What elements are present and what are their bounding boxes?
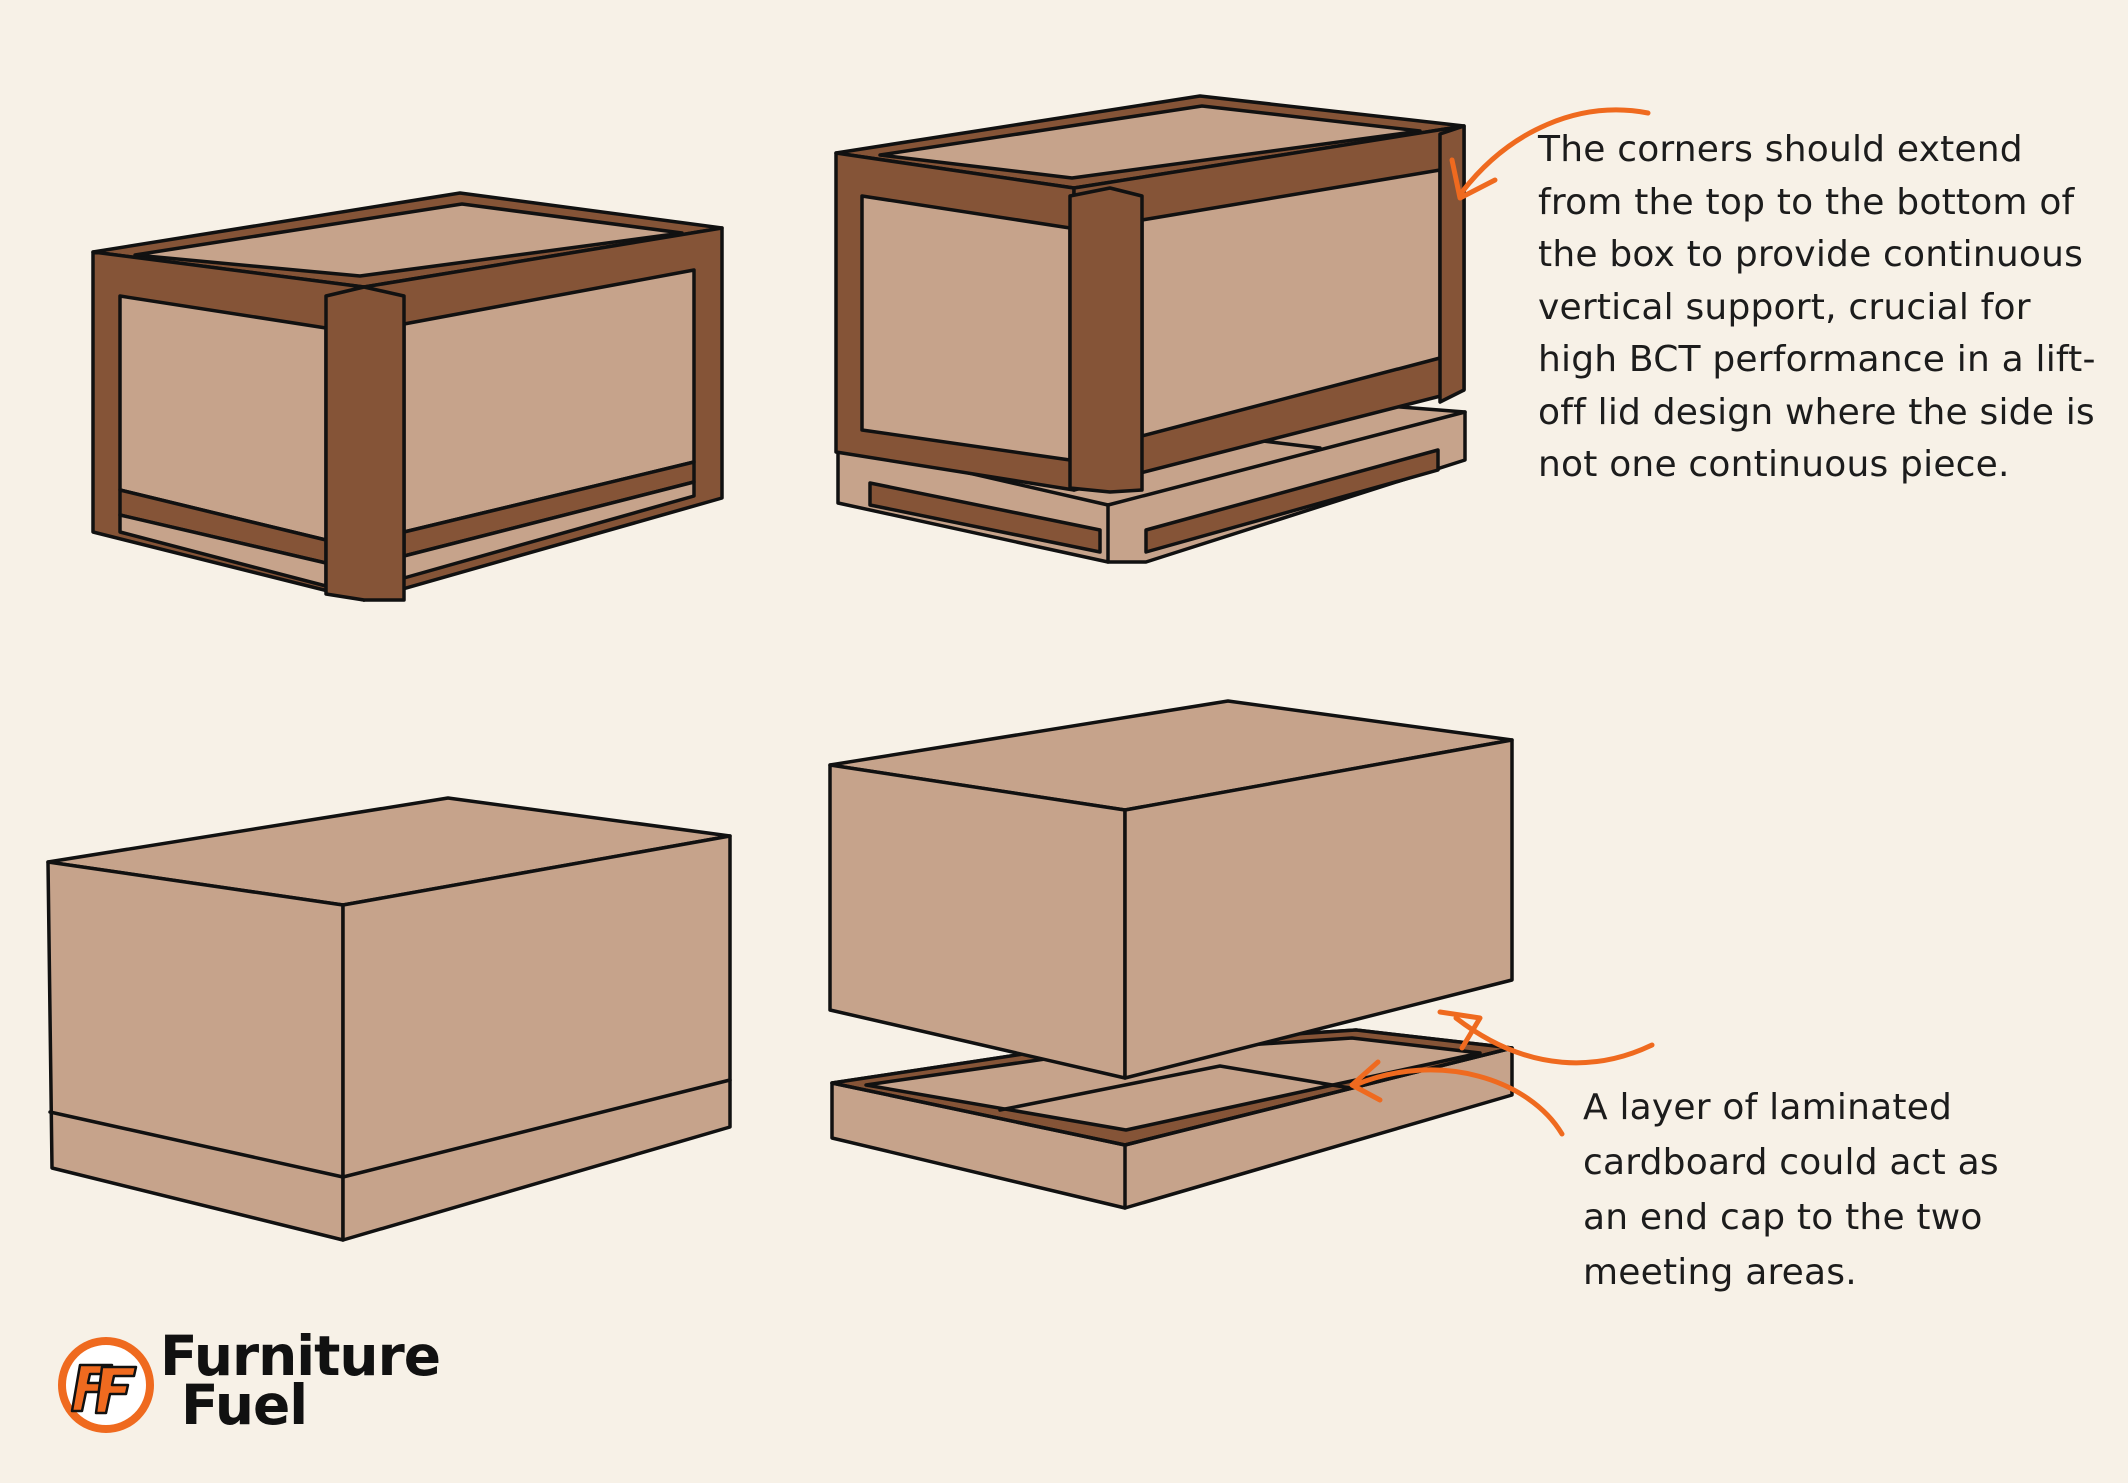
annotation-corners: The corners should extend from the top t… xyxy=(1538,124,2096,492)
annotation-top-line: The corners should extend xyxy=(1538,129,2023,170)
annotation-bottom-line: A layer of laminated xyxy=(1583,1087,1953,1128)
arrow-top-icon xyxy=(1449,107,1651,201)
annotation-top-line: the box to provide continuous xyxy=(1538,234,2084,275)
annotation-top-line: vertical support, crucial for xyxy=(1538,286,2031,328)
plain-box-with-cap xyxy=(46,796,732,1242)
annotation-top-line: off lid design where the side is xyxy=(1538,391,2095,433)
annotation-bottom-line: an end cap to the two xyxy=(1583,1197,1983,1238)
annotation-top-line: not one continuous piece. xyxy=(1538,444,2010,485)
annotation-top-line: high BCT performance in a lift- xyxy=(1538,339,2096,380)
plain-box-lifted xyxy=(828,699,1514,1210)
annotation-end-cap: A layer of laminated cardboard could act… xyxy=(1583,1080,1999,1300)
annotation-bottom-line: cardboard could act as xyxy=(1583,1142,1999,1183)
brand-name-line1: Furniture xyxy=(160,1324,441,1388)
annotation-top-line: from the top to the bottom of xyxy=(1538,181,2075,223)
annotation-bottom-line: meeting areas. xyxy=(1583,1252,1857,1293)
brand-name-line2: Fuel xyxy=(181,1373,308,1437)
arrow-bottom-upper-icon xyxy=(1437,1009,1655,1066)
brand-logo: Furniture Fuel xyxy=(58,1324,441,1442)
ff-monogram-icon xyxy=(58,1337,154,1433)
framed-crate-closed xyxy=(91,191,724,602)
arrow-bottom-lower-icon xyxy=(1349,1059,1565,1137)
framed-crate-lifted xyxy=(834,94,1467,564)
